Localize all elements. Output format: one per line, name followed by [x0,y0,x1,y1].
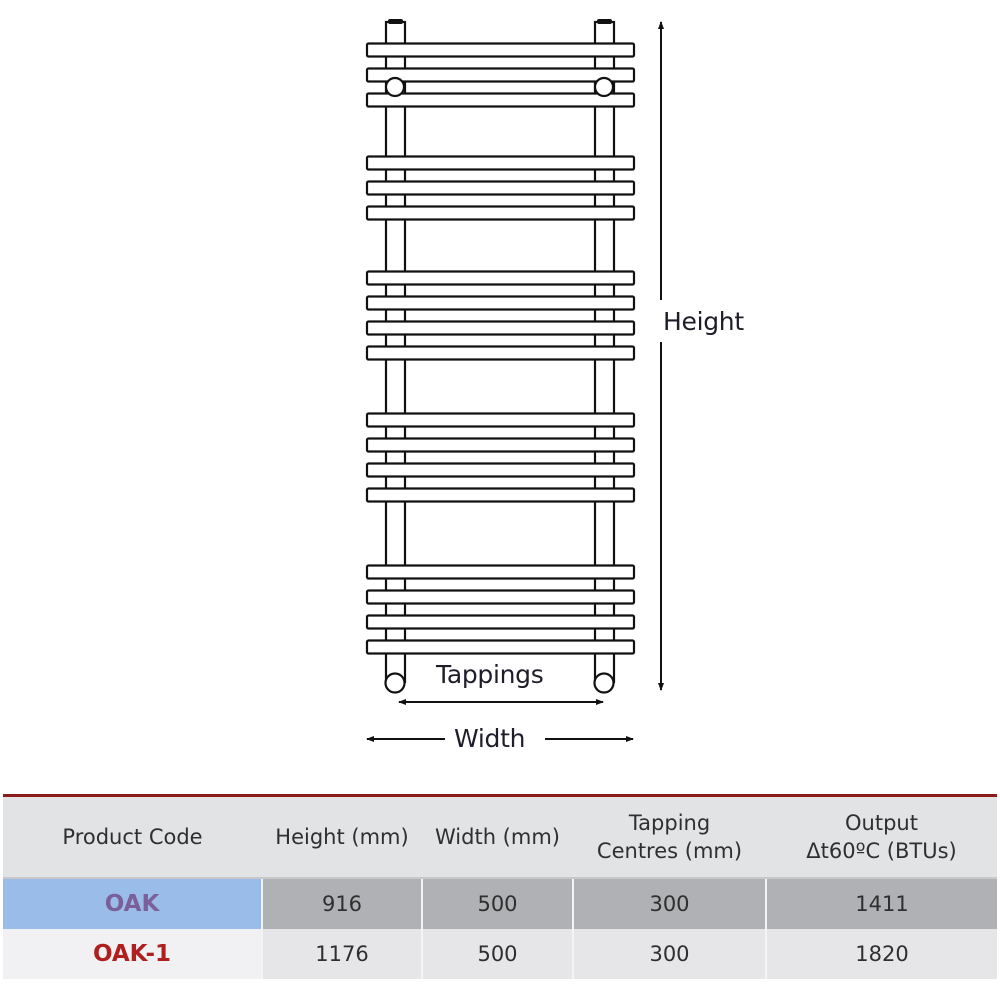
output-cell: 1411 [765,877,997,929]
header-height: Height (mm) [262,795,422,878]
towel-rail-bar [365,412,636,428]
header-product-code: Product Code [3,795,262,878]
towel-rail-bar [365,42,636,58]
tapping-connection-circle [593,672,615,694]
towel-rail-bar [365,462,636,478]
width-cell: 500 [421,929,573,979]
tapping-cell: 300 [572,877,766,929]
table-row: OAK-1 1176 500 300 1820 [3,929,997,979]
specification-table: Product Code Height (mm) Width (mm) Tapp… [3,794,997,979]
towel-rail-bar [365,67,636,83]
towel-rail-bar [365,205,636,221]
towel-rail-bar [365,589,636,605]
table-header-row: Product Code Height (mm) Width (mm) Tapp… [3,795,997,878]
towel-rail-bar [365,92,636,108]
product-code-cell: OAK-1 [3,929,262,979]
output-cell: 1820 [765,929,997,979]
towel-rail-bar [365,639,636,655]
tapping-connection-circle [384,672,406,694]
width-label: Width [454,724,526,753]
towel-rail-bar [365,345,636,361]
towel-rail-bar [365,320,636,336]
towel-rail-bar [365,437,636,453]
height-cell: 1176 [261,929,422,979]
towel-rail-bar [365,487,636,503]
bleed-valve-cap [597,19,612,24]
product-code-cell: OAK [3,877,262,929]
towel-rail-bar [365,180,636,196]
radiator-diagram [365,19,664,742]
height-label: Height [663,305,744,338]
towel-rail-bar [365,270,636,286]
towel-rail-bar [365,614,636,630]
towel-rail-bar [365,155,636,171]
header-width: Width (mm) [422,795,573,878]
table-row: OAK 916 500 300 1411 [3,877,997,929]
towel-rail-bar [365,564,636,580]
side-connection-circle [384,76,406,98]
bleed-valve-cap [388,19,403,24]
towel-rail-bar [365,295,636,311]
width-cell: 500 [421,877,573,929]
tappings-label: Tappings [436,660,544,689]
tapping-cell: 300 [572,929,766,979]
side-connection-circle [593,76,615,98]
height-cell: 916 [261,877,422,929]
